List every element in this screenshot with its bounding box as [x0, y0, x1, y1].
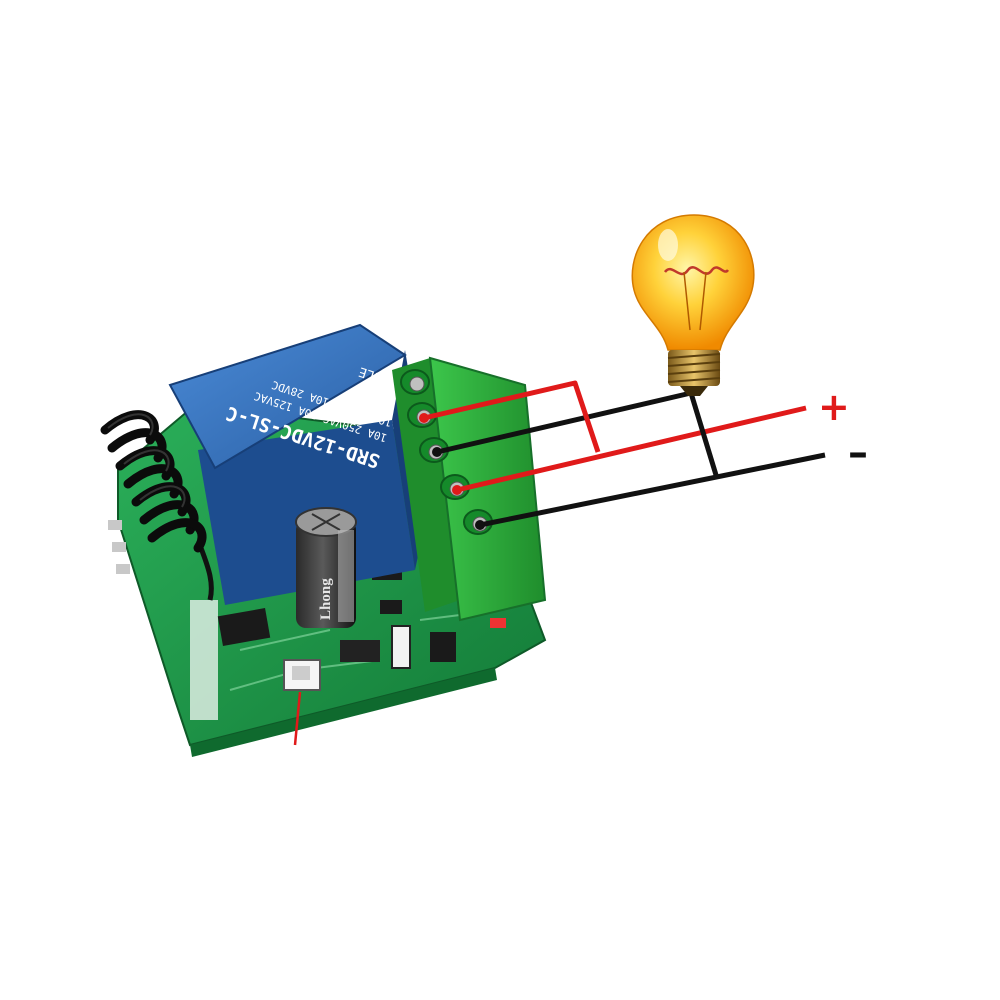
capacitor-brand: Lhong — [318, 578, 334, 620]
wire-negative — [479, 452, 826, 528]
lightbulb-icon — [631, 214, 755, 396]
negative-label: – — [848, 430, 868, 476]
coil-antenna-icon — [100, 410, 214, 601]
wire-terminal3-to-bulb — [436, 390, 692, 455]
smd-resistor — [391, 625, 411, 669]
ic-chip — [217, 608, 271, 646]
wire-jumper-red — [423, 380, 601, 453]
terminal-block — [392, 356, 547, 622]
terminal-screw-1 — [400, 369, 430, 395]
smd-transistor — [430, 632, 456, 662]
relay-cert: c us — [247, 328, 273, 346]
button-pointer-line — [293, 691, 302, 746]
wire-bulb-to-negative — [688, 392, 719, 476]
electrolytic-capacitor: Lhong — [295, 507, 357, 628]
silkscreen-strip — [190, 600, 218, 720]
header-pins — [108, 520, 130, 574]
wiring — [419, 380, 826, 530]
smd-chip — [340, 640, 380, 662]
led — [490, 618, 506, 628]
positive-label: + — [818, 385, 850, 429]
wire-positive — [456, 405, 807, 493]
